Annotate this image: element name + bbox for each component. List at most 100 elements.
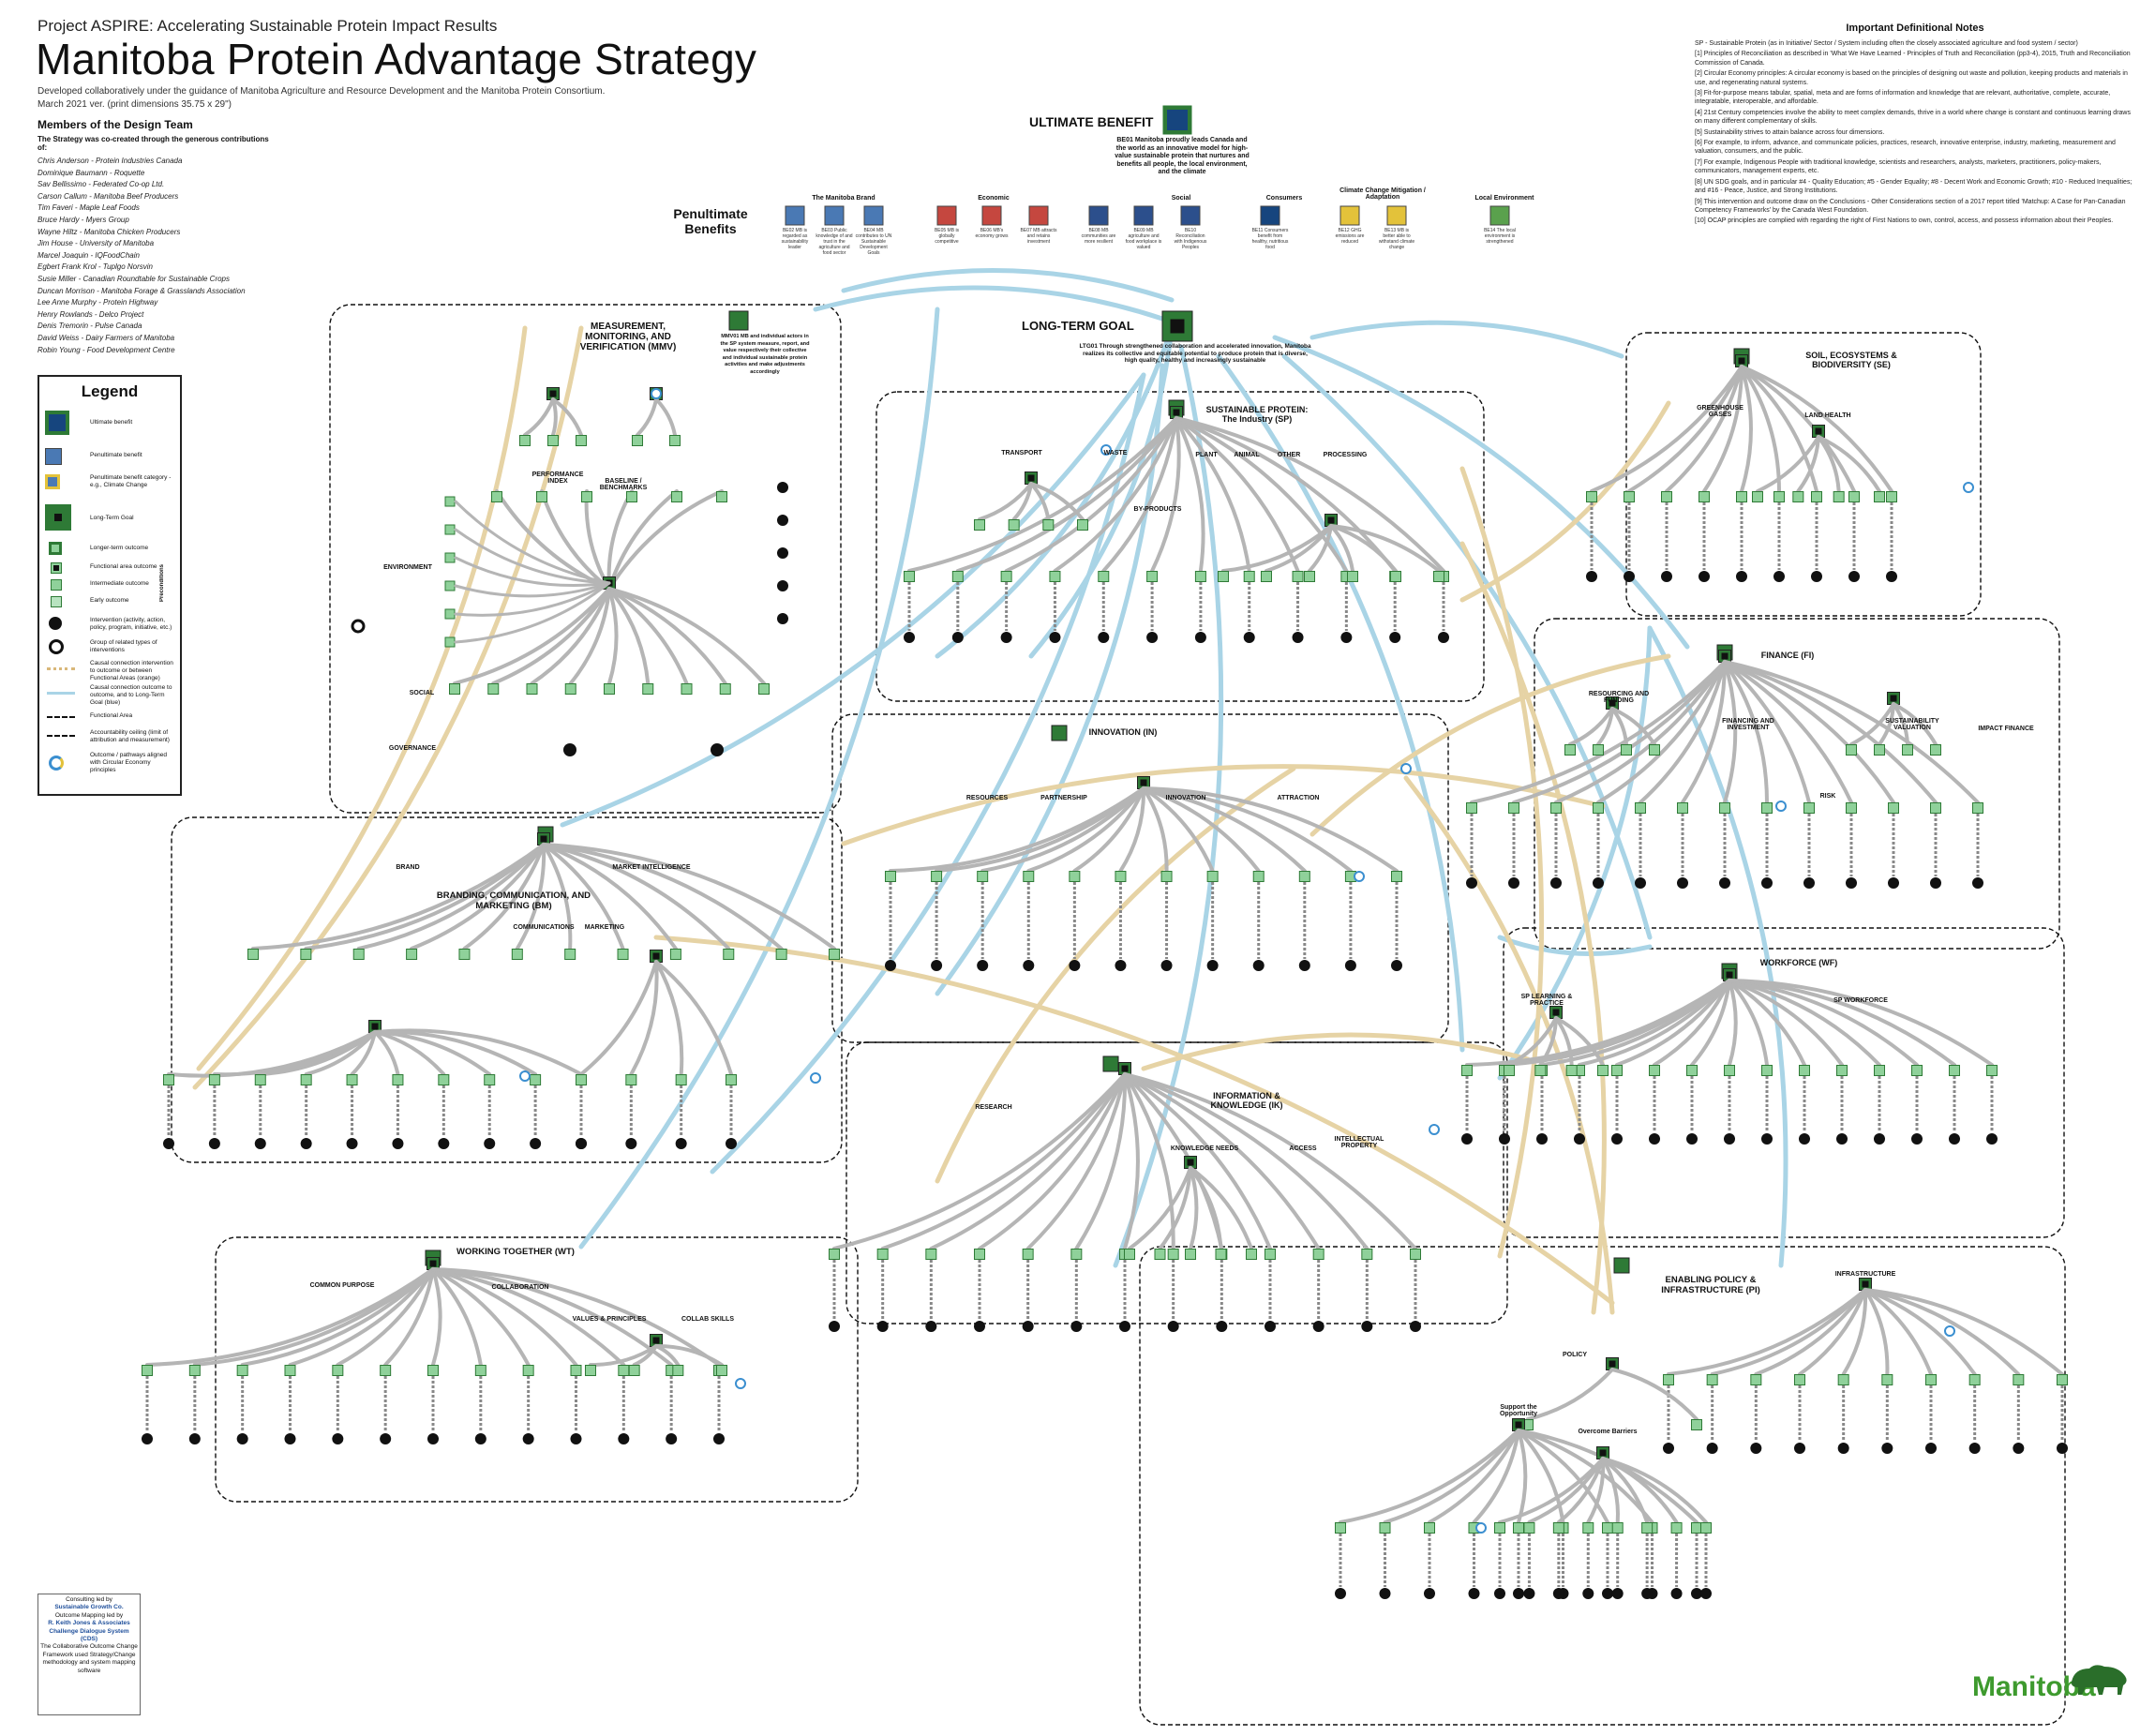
pi-support-intervention — [1513, 1588, 1524, 1599]
causal-link-blue — [1497, 935, 1653, 957]
long-term-goal-symbol — [1161, 310, 1193, 342]
in-main-branch — [1142, 786, 1399, 873]
bm-upper-node — [775, 949, 787, 960]
sub-resources: RESOURCES — [965, 795, 1009, 801]
ik-main-node — [1265, 1249, 1276, 1260]
fi-main-branch — [1723, 660, 1895, 804]
wf-main-intervention — [1536, 1133, 1548, 1145]
fi-resourcing-branch — [1610, 707, 1656, 746]
bm-upper-node — [511, 949, 523, 960]
in-main-branch — [889, 786, 1145, 873]
bm-upper-branch — [304, 843, 546, 950]
legend-label: Intervention (activity, action, policy, … — [90, 617, 172, 631]
in-main-branch — [1142, 786, 1353, 873]
in-main-intervention — [1023, 960, 1035, 971]
sp-main-intervention — [1194, 632, 1206, 643]
wf-main-intervention — [1686, 1133, 1698, 1145]
mmv-side-intervention — [777, 580, 788, 591]
area-title-pi: ENABLING POLICY & INFRASTRUCTURE (PI) — [1661, 1275, 1760, 1295]
ik-main-branch — [1123, 1072, 1321, 1250]
ik-main-node — [1167, 1249, 1179, 1260]
se-main-branch — [1740, 365, 1893, 493]
wf-main-intervention — [1649, 1133, 1660, 1145]
mmv-lower-branch — [568, 587, 611, 685]
team-member: Jim House - University of Manitoba — [37, 239, 155, 248]
fi-valuation-branch — [1892, 702, 1938, 746]
mmv-lower-branch — [491, 587, 611, 685]
ik-needs-node — [1124, 1249, 1135, 1260]
penultimate-benefit-text: BE07 MB attracts and retains investment — [1020, 228, 1057, 245]
note-item: [4] 21st Century competencies involve th… — [1695, 109, 2131, 126]
mmv-top-node — [576, 435, 587, 446]
sp-proc-branch — [1329, 524, 1441, 573]
sub-marketing: MARKETING — [584, 924, 625, 931]
penultimate-benefit-box — [785, 205, 805, 226]
fi-main-node — [1635, 802, 1646, 814]
mmv-upper-branch — [607, 489, 724, 591]
mmv-lower-branch — [607, 587, 689, 685]
wf-learning-node — [1597, 1065, 1609, 1076]
pi-infra-intervention — [1837, 1443, 1849, 1454]
mmv-longer-outcome — [728, 310, 749, 331]
team-member: Bruce Hardy - Myers Group — [37, 215, 129, 224]
mmv-env-branch — [454, 556, 611, 587]
wt-main-branch — [431, 1267, 442, 1367]
ik-needs-branch — [1128, 1166, 1192, 1250]
definitional-notes: Important Definitional Notes SP - Sustai… — [1695, 17, 2135, 228]
ik-needs-node — [1185, 1249, 1196, 1260]
sp-proc-branch — [1265, 524, 1333, 573]
sp-proc-node — [1390, 571, 1401, 582]
penultimate-benefit-box — [1339, 205, 1360, 226]
wf-learning-branch — [1554, 1016, 1574, 1067]
bm-upper-branch — [542, 843, 731, 950]
mmv-upper-node — [716, 491, 727, 502]
fi-main-branch — [1723, 660, 1738, 804]
wf-main-branch — [1653, 979, 1731, 1067]
wt-main-intervention — [713, 1433, 725, 1444]
ik-main-intervention — [1070, 1321, 1083, 1332]
causal-link-orange — [1459, 400, 1671, 603]
wf-main-intervention — [1874, 1133, 1885, 1145]
fi-main-branch — [1596, 660, 1727, 804]
ultimate-benefit-frame — [1163, 106, 1191, 134]
wt-main-node — [474, 1365, 486, 1376]
causal-link-orange — [841, 764, 1606, 846]
mmv-side-intervention — [777, 515, 788, 526]
fi-resourcing-node — [1564, 744, 1576, 756]
note-item: SP - Sustainable Protein (as in Initiati… — [1695, 40, 2078, 47]
legend-label: Causal connection outcome to outcome, an… — [90, 684, 172, 706]
se-main-intervention — [1586, 571, 1597, 582]
ik-main-intervention — [1167, 1321, 1179, 1332]
ik-main-node — [974, 1249, 985, 1260]
fi-main-branch — [1723, 660, 1980, 804]
wt-main-outcome-core — [429, 1260, 437, 1267]
team-member: Lee Anne Murphy - Protein Highway — [37, 298, 158, 307]
bm-left-intervention — [346, 1138, 358, 1149]
sub-policy: POLICY — [1562, 1352, 1588, 1358]
fi-main-node — [1888, 802, 1899, 814]
sp-proc-branch — [1221, 524, 1333, 573]
bm-left-intervention — [530, 1138, 542, 1149]
fi-main-intervention — [1719, 877, 1730, 889]
ik-main-branch — [1123, 1072, 1272, 1250]
in-main-branch — [1142, 786, 1307, 873]
penultimate-benefit-box — [863, 205, 884, 226]
fi-main-branch — [1639, 660, 1727, 804]
wf-main-node — [1761, 1065, 1773, 1076]
mmv-lower-node — [487, 683, 500, 695]
bm-left-intervention — [484, 1138, 496, 1149]
pi-barriers-branch — [1527, 1457, 1605, 1524]
mmv-upper-branch — [584, 489, 611, 591]
in-main-branch — [1118, 786, 1146, 873]
mmv-top-branch — [523, 397, 555, 437]
bm-left-branch — [258, 1030, 377, 1076]
in-main-intervention — [931, 960, 943, 971]
circular-economy-marker — [1475, 1522, 1487, 1534]
long-term-goal-core — [1170, 319, 1185, 334]
fi-valuation-branch — [1878, 702, 1895, 746]
wf-main-branch — [1728, 979, 1844, 1067]
wt-values-node — [672, 1365, 684, 1376]
fi-valuation-outcome-core — [1890, 695, 1897, 702]
intervention-symbol — [49, 617, 62, 630]
sub-partnership: PARTNERSHIP — [1040, 795, 1087, 801]
